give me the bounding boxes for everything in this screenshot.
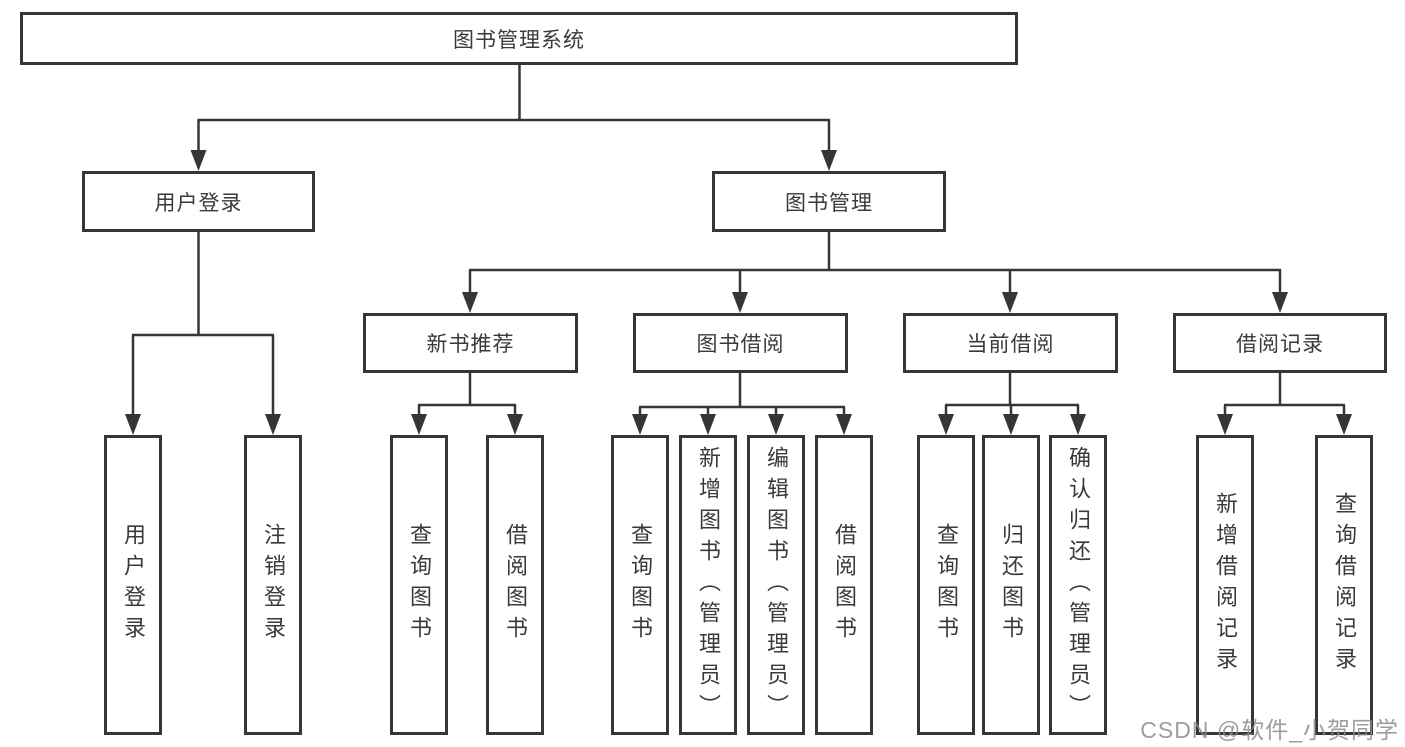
leaf-edit-books-admin: 编辑图书（管理员） [747,435,805,735]
leaf-query-borrow-record: 查询借阅记录 [1315,435,1373,735]
leaf-return-books-label: 归还图书 [999,523,1024,647]
leaf-query-books-2-label: 查询图书 [628,523,653,647]
leaf-logout-label: 注销登录 [261,523,286,647]
leaf-query-books-3-label: 查询图书 [934,523,959,647]
node-root: 图书管理系统 [20,12,1018,65]
node-user-login-label: 用户登录 [154,191,243,215]
leaf-query-books-1: 查询图书 [390,435,448,735]
leaf-logout: 注销登录 [244,435,302,735]
leaf-confirm-return-admin-label: 确认归还（管理员） [1066,445,1091,725]
node-book-management-label: 图书管理 [785,191,873,215]
csdn-watermark: CSDN @软件_小贺同学 [1140,717,1399,743]
node-book-management: 图书管理 [712,171,946,232]
leaf-query-books-2: 查询图书 [611,435,669,735]
leaf-return-books: 归还图书 [982,435,1040,735]
node-book-borrow: 图书借阅 [633,313,848,373]
leaf-borrow-books-1: 借阅图书 [486,435,544,735]
leaf-user-login: 用户登录 [104,435,162,735]
node-root-label: 图书管理系统 [453,28,585,52]
node-book-borrow-label: 图书借阅 [696,333,785,356]
leaf-query-books-3: 查询图书 [917,435,975,735]
leaf-confirm-return-admin: 确认归还（管理员） [1049,435,1107,735]
leaf-borrow-books-2: 借阅图书 [815,435,873,735]
node-new-book-recommend-label: 新书推荐 [426,333,515,356]
leaf-borrow-books-1-label: 借阅图书 [503,523,528,647]
node-borrow-record-label: 借阅记录 [1236,333,1324,356]
leaf-add-books-admin-label: 新增图书（管理员） [696,445,721,725]
leaf-query-books-1-label: 查询图书 [407,523,432,647]
node-user-login: 用户登录 [82,171,315,232]
leaf-user-login-label: 用户登录 [121,523,146,647]
leaf-borrow-books-2-label: 借阅图书 [832,523,857,647]
node-current-borrow: 当前借阅 [903,313,1118,373]
leaf-add-books-admin: 新增图书（管理员） [679,435,737,735]
leaf-query-borrow-record-label: 查询借阅记录 [1332,492,1357,678]
leaf-add-borrow-record-label: 新增借阅记录 [1213,492,1238,678]
node-new-book-recommend: 新书推荐 [363,313,578,373]
node-borrow-record: 借阅记录 [1173,313,1387,373]
node-current-borrow-label: 当前借阅 [966,333,1055,356]
leaf-edit-books-admin-label: 编辑图书（管理员） [764,445,789,725]
leaf-add-borrow-record: 新增借阅记录 [1196,435,1254,735]
